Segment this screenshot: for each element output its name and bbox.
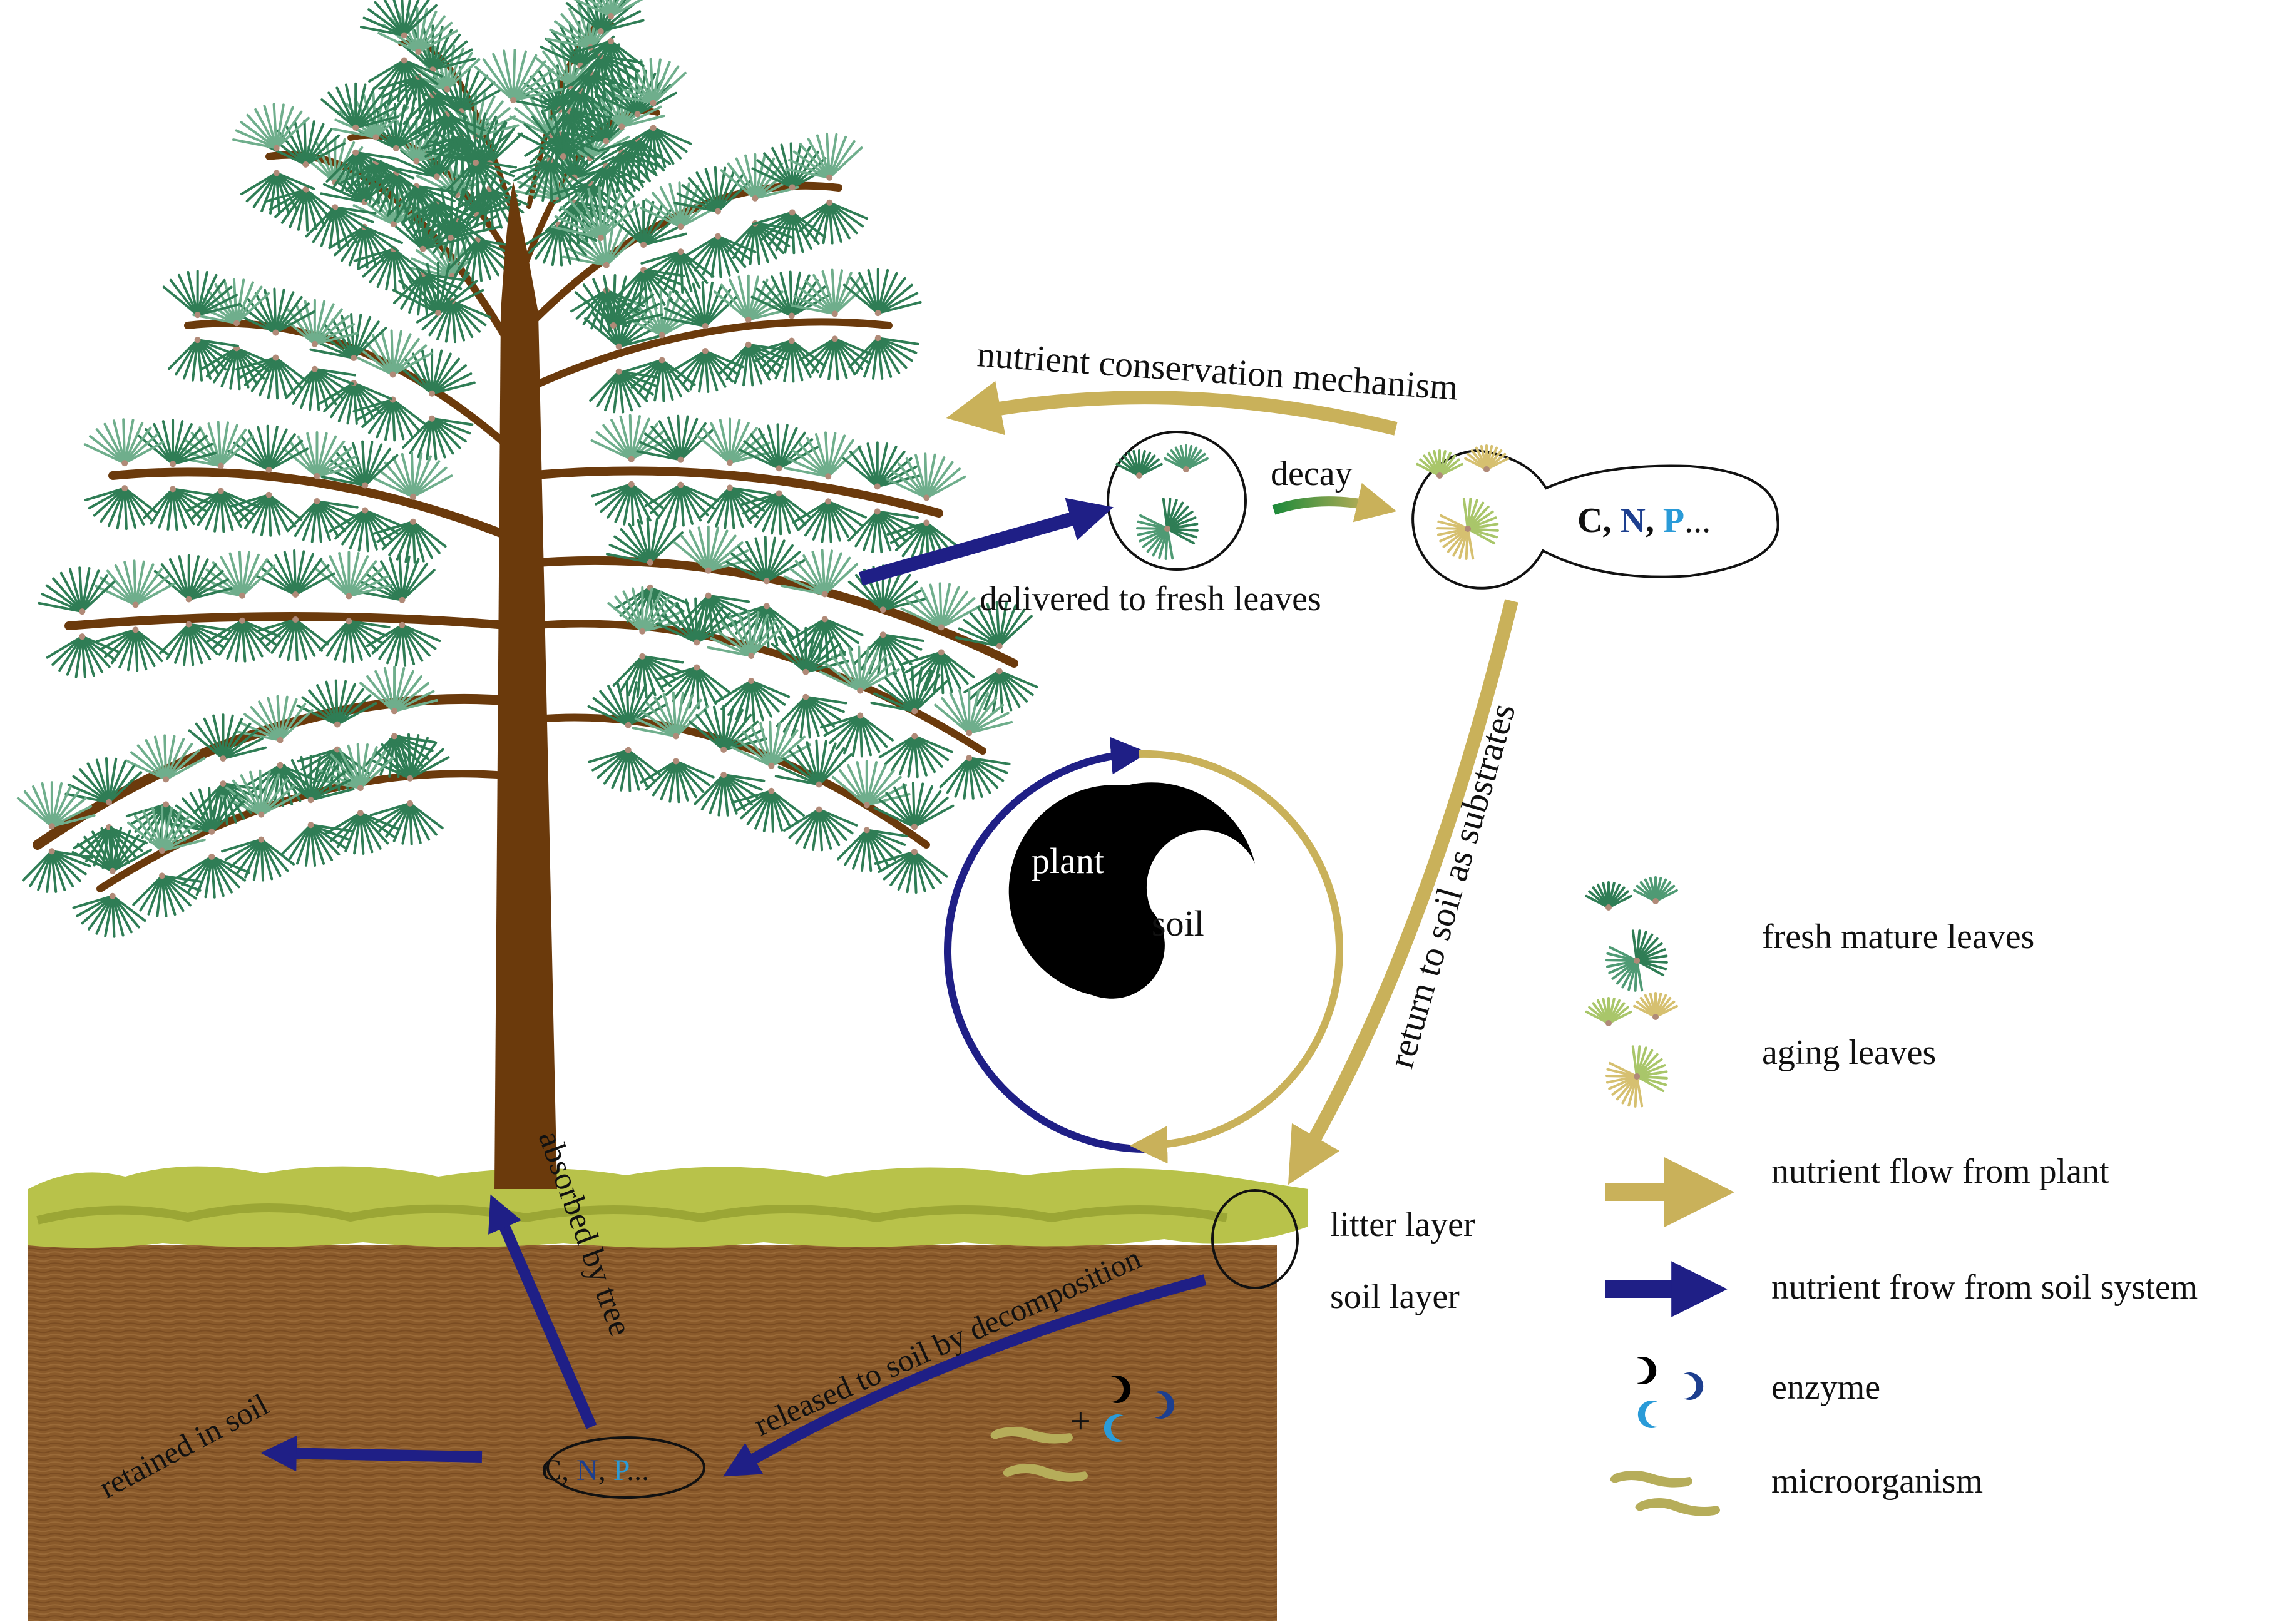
yinyang-black-half	[1009, 782, 1255, 999]
needle-tuft	[800, 335, 873, 379]
leaf-tuft	[1165, 446, 1207, 472]
needle-tuft	[39, 568, 115, 615]
cnp-label-top: C, N, P...	[1577, 501, 1711, 540]
legend-enzyme-icon	[1637, 1357, 1703, 1428]
leaf-tuft	[1634, 993, 1677, 1020]
decay-label: decay	[1271, 454, 1353, 493]
needle-tuft	[403, 416, 472, 459]
needle-tuft	[23, 848, 92, 892]
needle-tuft	[353, 331, 431, 378]
needle-tuft	[675, 168, 750, 215]
leaf-tuft	[1465, 446, 1508, 472]
needle-tuft	[207, 618, 280, 661]
needle-tuft	[872, 668, 947, 715]
legend-aging-label: aging leaves	[1762, 1033, 1936, 1072]
legend-plant-flow-label: nutrient flow from plant	[1771, 1152, 2109, 1191]
legend: fresh mature leaves aging leaves nutrien…	[1586, 877, 2198, 1516]
legend-microorganism-icon	[1610, 1471, 1721, 1516]
needle-tuft	[282, 822, 351, 866]
needle-tuft	[289, 498, 357, 542]
soil-layer-label: soil layer	[1330, 1277, 1460, 1316]
needle-tuft	[222, 837, 294, 881]
needle-tuft	[133, 872, 202, 916]
leaf-tuft	[1586, 998, 1631, 1026]
legend-soil-flow-label: nutrient frow from soil system	[1771, 1268, 2198, 1307]
legend-microorganism-label: microorganism	[1771, 1462, 1983, 1501]
needle-tuft	[85, 419, 163, 466]
leaf-tuft	[1586, 882, 1631, 911]
needle-tuft	[876, 849, 947, 892]
decay-arrow	[1274, 501, 1377, 510]
needle-tuft	[96, 561, 174, 608]
tree-trunk	[494, 181, 557, 1189]
needle-tuft	[739, 424, 817, 471]
needle-tuft	[833, 761, 909, 808]
aging-leaves-cluster	[1417, 446, 1508, 559]
needle-tuft	[772, 628, 848, 675]
needle-tuft	[86, 485, 157, 529]
retained-arrow	[279, 1453, 482, 1457]
plant-soil-yinyang: plant soil	[948, 754, 1339, 1149]
legend-fresh-leaves-icon	[1586, 877, 1677, 991]
legend-fresh-label: fresh mature leaves	[1762, 917, 2034, 956]
needle-tuft	[48, 633, 120, 677]
needle-tuft	[593, 481, 664, 525]
needle-tuft	[320, 618, 389, 661]
leaf-tuft	[1634, 877, 1677, 904]
ground	[28, 1167, 1308, 1621]
plus-sign: +	[1070, 1401, 1091, 1441]
plant-label: plant	[1032, 840, 1104, 881]
fresh-leaves-cluster	[1117, 446, 1207, 559]
return-to-soil-label: return to soil as substrates	[1380, 699, 1523, 1073]
leaf-tuft	[1417, 451, 1462, 479]
cnp-label-soil: C, N, P...	[541, 1454, 649, 1487]
needle-tuft	[941, 755, 1010, 799]
needle-tuft	[695, 772, 764, 815]
needle-tuft	[160, 621, 229, 665]
needle-tuft	[784, 806, 857, 850]
needle-tuft	[66, 758, 141, 805]
needle-tuft	[74, 893, 145, 937]
soil-label: soil	[1152, 903, 1204, 944]
litter-layer-label: litter layer	[1330, 1205, 1475, 1244]
needle-tuft	[233, 105, 309, 151]
pine-tree	[18, 0, 1037, 1189]
leaf-tuft	[1117, 451, 1161, 479]
needle-tuft	[849, 335, 918, 379]
needle-tuft	[144, 486, 213, 529]
delivered-label: delivered to fresh leaves	[980, 580, 1321, 618]
needle-tuft	[330, 507, 403, 551]
legend-enzyme-label: enzyme	[1771, 1368, 1880, 1407]
needle-tuft	[590, 747, 661, 791]
needle-tuft	[838, 827, 907, 871]
nutrient-conservation-arrow	[973, 397, 1396, 429]
needle-tuft	[367, 622, 440, 666]
needle-tuft	[785, 432, 860, 479]
return-to-soil-arrow	[1302, 601, 1512, 1161]
legend-aging-leaves-icon	[1586, 993, 1677, 1106]
needle-tuft	[717, 678, 789, 722]
needle-tuft	[199, 552, 274, 599]
